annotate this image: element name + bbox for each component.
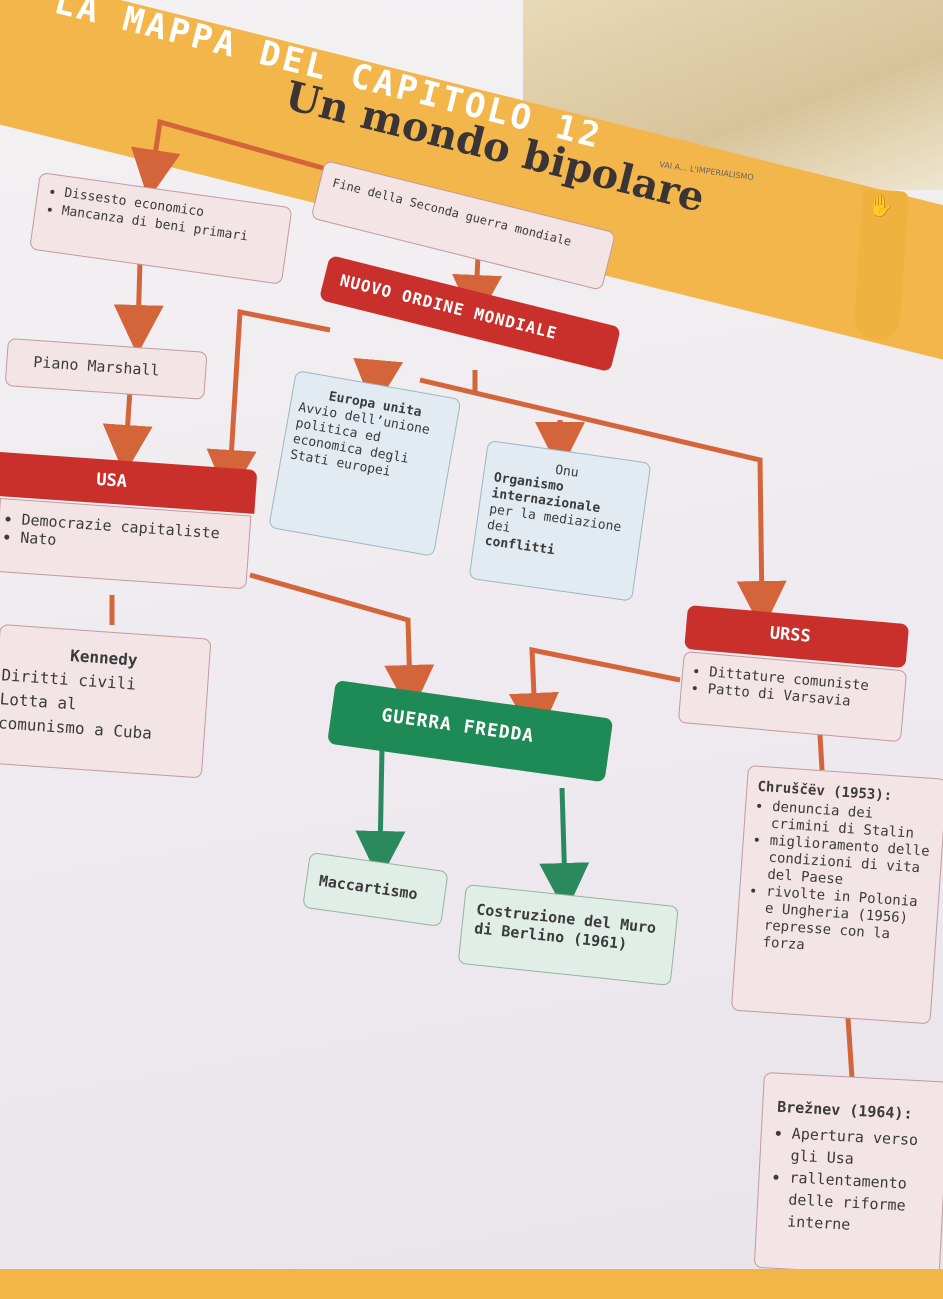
chruscev-item-3: rivolte in Polonia e Ungheria (1956) rep… xyxy=(762,884,928,963)
breznev-item-2: rallentamento delle riforme interne xyxy=(787,1166,930,1239)
node-kennedy: Kennedy Diritti civili Lotta al comunism… xyxy=(0,624,212,779)
urss-label: URSS xyxy=(768,623,812,647)
hand-icon: ✋ xyxy=(867,194,895,219)
usa-label: USA xyxy=(95,469,128,492)
muro-berlino-label: Costruzione del Muro di Berlino (1961) xyxy=(473,900,657,954)
guerra-fredda-label: GUERRA FREDDA xyxy=(380,704,536,747)
node-breznev: Brežnev (1964): Apertura verso gli Usa r… xyxy=(753,1072,943,1278)
breznev-item-1: Apertura verso gli Usa xyxy=(790,1123,932,1174)
node-europa: Europa unita Avvio dell’unione politica … xyxy=(268,370,462,557)
breznev-title: Brežnev (1964): xyxy=(776,1097,913,1123)
piano-marshall-label: Piano Marshall xyxy=(32,352,161,380)
node-chruscev: Chruščëv (1953): denuncia dei crimini di… xyxy=(730,765,943,1025)
bottom-strip xyxy=(0,1269,943,1299)
maccartismo-label: Maccartismo xyxy=(317,871,419,904)
node-onu: Onu Organismo internazionale per la medi… xyxy=(468,440,652,602)
